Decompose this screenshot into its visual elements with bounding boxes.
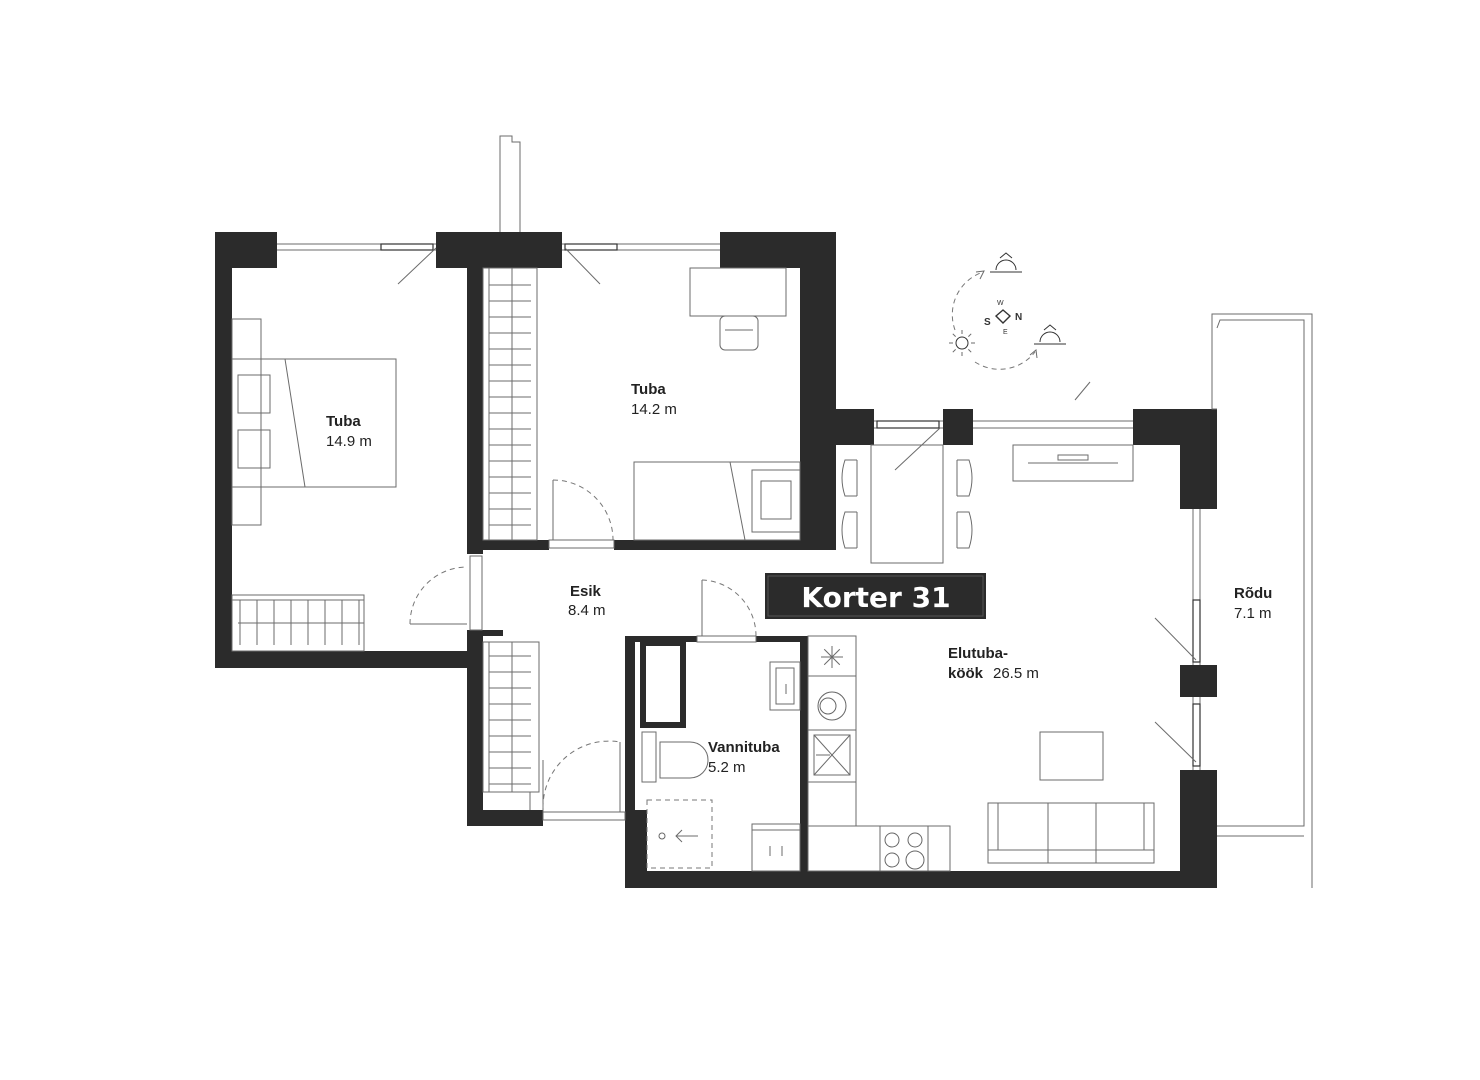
room-name-living-kitchen-line2: köök <box>948 665 984 682</box>
compass: N S W E <box>949 252 1066 370</box>
room-labels: Tuba 14.9 m Tuba 14.2 m Esik 8.4 m Vanni… <box>326 381 1272 776</box>
room-area-balcony: 7.1 m <box>1234 605 1272 622</box>
room-area-hall: 8.4 m <box>568 602 606 619</box>
wardrobe-hall <box>482 641 540 810</box>
doors <box>409 479 757 821</box>
compass-east: E <box>1003 329 1008 336</box>
wardrobe-bedroom-1 <box>231 594 365 652</box>
walls <box>215 232 1217 888</box>
room-name-living-kitchen-line1: Elutuba- <box>948 645 1008 662</box>
bathroom-fixtures <box>641 661 801 872</box>
bed-double <box>231 318 397 526</box>
room-name-bedroom-2: Tuba <box>631 381 666 398</box>
sunrise-icon <box>990 252 1022 273</box>
bed-single <box>633 461 801 541</box>
apartment-label: Korter 31 <box>801 581 950 614</box>
tv-unit <box>1012 444 1134 482</box>
room-name-hall: Esik <box>570 583 602 600</box>
coffee-table <box>1039 731 1104 781</box>
balcony <box>1211 313 1313 888</box>
room-name-bathroom: Vannituba <box>708 739 780 756</box>
room-area-bathroom: 5.2 m <box>708 759 746 776</box>
kitchen-counter <box>807 635 951 872</box>
room-name-balcony: Rõdu <box>1234 585 1272 602</box>
desk <box>689 267 787 351</box>
compass-south: S <box>984 317 991 328</box>
room-name-bedroom-1: Tuba <box>326 413 361 430</box>
sofa <box>987 802 1155 864</box>
compass-west: W <box>997 300 1004 307</box>
compass-north: N <box>1015 312 1022 323</box>
room-area-bedroom-2: 14.2 m <box>631 401 677 418</box>
sun-icon <box>949 330 975 356</box>
room-area-bedroom-1: 14.9 m <box>326 433 372 450</box>
windows <box>277 243 1201 770</box>
wardrobe-bedroom-2 <box>482 267 538 541</box>
sunset-icon <box>1034 324 1066 345</box>
vent-duct <box>499 135 521 232</box>
room-area-living-kitchen: 26.5 m <box>993 665 1039 682</box>
dining-table <box>841 444 973 564</box>
apartment-badge: Korter 31 <box>765 573 986 619</box>
